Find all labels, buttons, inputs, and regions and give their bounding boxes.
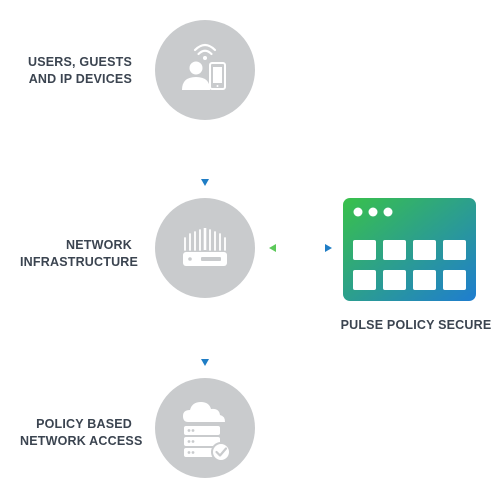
- network-node-circle: [155, 198, 255, 298]
- arrow-bidirectional: [269, 244, 332, 252]
- node-label-network: NETWORK INFRASTRUCTURE: [20, 237, 139, 271]
- cloud-server-check-icon: [183, 402, 231, 462]
- node-label-network-line-1: NETWORK: [66, 238, 132, 252]
- users-node-circle: [155, 20, 255, 120]
- node-label-network-line-2: INFRASTRUCTURE: [20, 255, 139, 269]
- node-label-users: USERS, GUESTS AND IP DEVICES: [20, 54, 132, 88]
- app-window-grid-icon: [343, 198, 476, 301]
- node-label-access-line-2: NETWORK ACCESS: [20, 434, 143, 448]
- node-label-access: POLICY BASED NETWORK ACCESS: [20, 416, 143, 450]
- arrow-users-to-network: [201, 134, 209, 186]
- policy-secure-label: PULSE POLICY SECURE: [340, 318, 492, 332]
- users-wifi-phone-icon: [182, 43, 226, 90]
- node-label-users-line-1: USERS, GUESTS: [27, 55, 132, 69]
- router-icon: [183, 228, 227, 266]
- access-node-circle: [155, 378, 255, 478]
- arrow-network-to-access: [201, 314, 209, 366]
- node-label-users-line-2: AND IP DEVICES: [28, 72, 132, 86]
- node-label-access-line-1: POLICY BASED: [36, 417, 132, 431]
